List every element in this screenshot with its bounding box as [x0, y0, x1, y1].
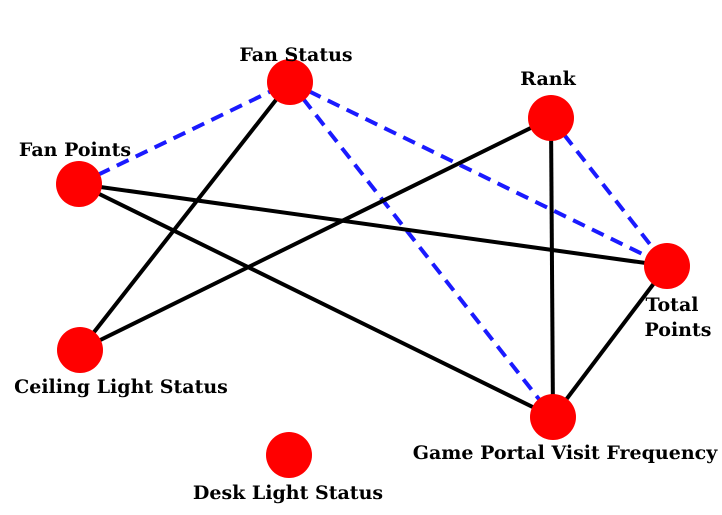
edge-rank-to-total-points	[549, 116, 669, 268]
edge-fan-points-to-game-portal-visit-frequency	[78, 182, 554, 419]
node-fan-status	[267, 59, 313, 105]
node-label-fan-status: Fan Status	[239, 44, 352, 66]
edge-fan-points-to-total-points	[78, 182, 668, 268]
node-game-portal-visit-frequency	[530, 394, 576, 440]
node-desk-light-status	[266, 432, 312, 478]
node-ceiling-light-status	[57, 327, 103, 373]
node-fan-points	[56, 161, 102, 207]
node-label-desk-light-status: Desk Light Status	[193, 482, 383, 504]
edge-fan-points-to-fan-status	[78, 80, 291, 186]
nodes-layer	[56, 59, 690, 478]
node-label-ceiling-light-status: Ceiling Light Status	[14, 376, 228, 398]
edges-layer	[78, 80, 669, 419]
edge-rank-to-ceiling-light-status	[79, 116, 552, 352]
node-label-total-points-line1: Total	[646, 294, 699, 316]
edge-total-points-to-game-portal-visit-frequency	[551, 264, 669, 419]
node-label-fan-points: Fan Points	[19, 139, 131, 161]
edge-fan-status-to-total-points	[289, 80, 668, 268]
node-label-total-points-line2: Points	[645, 319, 712, 341]
edge-fan-status-to-game-portal-visit-frequency	[288, 80, 555, 419]
edge-rank-to-game-portal-visit-frequency	[549, 117, 555, 418]
node-label-game-portal-visit-frequency: Game Portal Visit Frequency	[413, 442, 718, 464]
node-total-points	[644, 243, 690, 289]
node-rank	[528, 95, 574, 141]
edge-fan-status-to-ceiling-light-status	[78, 80, 292, 352]
node-label-rank: Rank	[520, 68, 576, 90]
